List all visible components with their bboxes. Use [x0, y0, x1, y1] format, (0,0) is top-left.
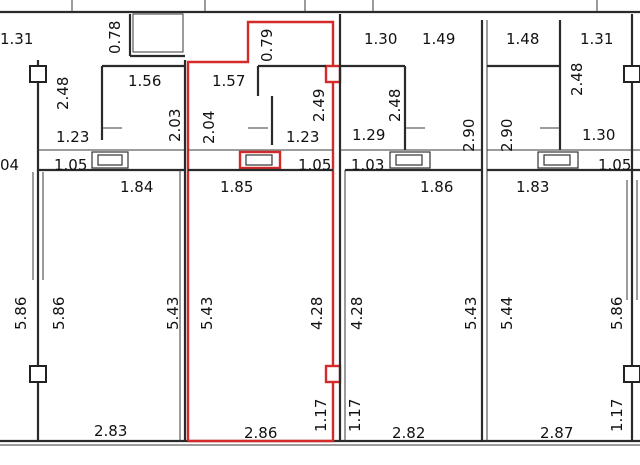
- dimension-label: 1.57: [212, 72, 245, 90]
- column: [29, 365, 47, 383]
- dimension-label: 2.87: [540, 424, 573, 442]
- dimension-label: 2.03: [166, 109, 184, 142]
- selected-unit-outline: [186, 20, 335, 443]
- dimension-label: 5.43: [198, 297, 216, 330]
- dimension-label: 1.23: [56, 128, 89, 146]
- dimension-label: 2.90: [460, 119, 478, 152]
- radiator-selected-inner: [245, 154, 273, 166]
- dimension-label: 2.04: [200, 111, 218, 144]
- dimension-label: 1.23: [286, 128, 319, 146]
- dimension-label: 5.86: [608, 297, 626, 330]
- dimension-label: 1.83: [516, 178, 549, 196]
- shaft: [132, 13, 184, 53]
- dimension-label: 2.83: [94, 422, 127, 440]
- dimension-label: 1.86: [420, 178, 453, 196]
- dimension-label: 2.90: [498, 119, 516, 152]
- column: [623, 365, 640, 383]
- dimension-label: 5.44: [498, 297, 516, 330]
- dimension-label: 5.43: [164, 297, 182, 330]
- dimension-label: 2.48: [54, 77, 72, 110]
- dimension-label: 1.17: [312, 399, 330, 432]
- radiator-inner: [97, 154, 123, 166]
- dimension-label: 2.82: [392, 424, 425, 442]
- dimension-label: 0.79: [258, 29, 276, 62]
- dimension-label: 1.05: [54, 156, 87, 174]
- dimension-label: 2.48: [386, 89, 404, 122]
- dimension-label: 5.86: [50, 297, 68, 330]
- column-selected: [324, 64, 342, 84]
- dimension-label: 1.29: [352, 126, 385, 144]
- dimension-label: 2.48: [568, 63, 586, 96]
- dimension-label: 1.84: [120, 178, 153, 196]
- dimension-label: 1.30: [582, 126, 615, 144]
- dimension-label: 1.85: [220, 178, 253, 196]
- dimension-label: 2.49: [310, 89, 328, 122]
- dimension-label: 1.31: [0, 30, 33, 48]
- dimension-label: 1.30: [364, 30, 397, 48]
- dimension-label: 5.86: [12, 297, 30, 330]
- column: [623, 65, 640, 83]
- dimension-label: 04: [0, 156, 19, 174]
- column-selected: [324, 364, 342, 384]
- dimension-label: 1.05: [298, 156, 331, 174]
- radiator-inner: [543, 154, 571, 166]
- dimension-label: 1.17: [608, 399, 626, 432]
- column: [29, 65, 47, 83]
- dimension-label: 0.78: [106, 21, 124, 54]
- dimension-label: 2.86: [244, 424, 277, 442]
- radiator-inner: [395, 154, 423, 166]
- dimension-label: 5.43: [462, 297, 480, 330]
- dimension-label: 1.17: [346, 399, 364, 432]
- dimension-label: 1.56: [128, 72, 161, 90]
- dimension-label: 4.28: [308, 297, 326, 330]
- dimension-label: 1.03: [351, 156, 384, 174]
- dimension-label: 1.31: [580, 30, 613, 48]
- dimension-label: 1.48: [506, 30, 539, 48]
- dimension-label: 4.28: [348, 297, 366, 330]
- dimension-label: 1.05: [598, 156, 631, 174]
- dimension-label: 1.49: [422, 30, 455, 48]
